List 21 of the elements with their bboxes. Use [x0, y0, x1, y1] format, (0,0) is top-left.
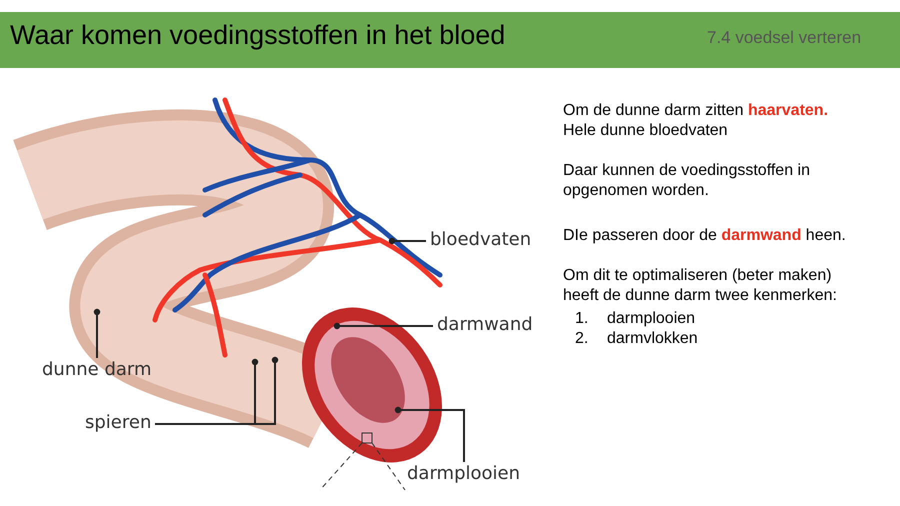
text-line: darmplooien: [607, 309, 696, 329]
slide-title: Waar komen voedingsstoffen in het bloed: [10, 20, 506, 51]
part-label: darmplooien: [407, 463, 520, 484]
text-line: Daar kunnen de voedingsstoffen in opgenomen worden.: [563, 161, 811, 201]
section-number: 7.4 voedsel verteren: [707, 28, 862, 48]
leader-line: [155, 356, 278, 425]
part-label: bloedvaten: [430, 229, 532, 250]
part-label: darmwand: [437, 314, 533, 335]
text-line: Hele dunne bloedvaten: [563, 121, 728, 141]
text-line: darmvlokken: [607, 329, 698, 349]
part-label: spieren: [85, 412, 152, 433]
part-label: dunne darm: [42, 359, 152, 380]
text-line: Om dit te optimaliseren (beter maken) heeft de dunne darm twee kenmerken:: [563, 266, 838, 306]
text-line: Om de dunne darm zitten haarvaten.: [563, 101, 828, 121]
text-line: DIe passeren door de darmwand heen.: [563, 226, 846, 246]
leader-line: [388, 238, 426, 244]
leader-line: [94, 308, 100, 358]
text-line: 2.: [575, 329, 588, 349]
leader-line: [394, 406, 465, 462]
text-line: 1.: [575, 309, 588, 329]
leader-line: [334, 322, 433, 330]
